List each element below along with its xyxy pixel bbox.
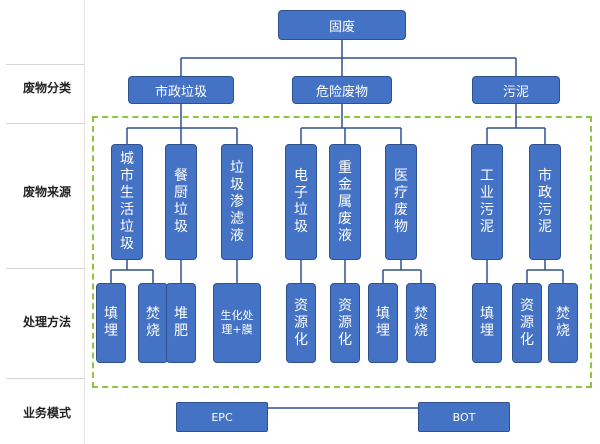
row-divider-2 [6, 123, 84, 124]
category-1-connector [126, 104, 238, 144]
method-node: 填埋 [368, 283, 398, 363]
method-label: 堆肥 [174, 306, 188, 339]
mode-node-epc: EPC [176, 402, 268, 432]
root-label: 固废 [328, 19, 355, 35]
method-label: 资源化 [338, 297, 352, 348]
method-label: 焚烧 [414, 306, 428, 339]
mode-label: EPC [211, 410, 233, 424]
root-connector [180, 40, 517, 76]
category-node-sludge: 污泥 [472, 76, 560, 104]
source-label: 电子垃圾 [294, 168, 308, 235]
source-label: 工业污泥 [480, 168, 494, 235]
row-label-mode: 业务模式 [22, 406, 71, 420]
source-node: 重金属废液 [329, 144, 361, 260]
category-label: 污泥 [502, 84, 529, 100]
method-node: 焚烧 [406, 283, 436, 363]
method-label: 焚烧 [146, 306, 160, 339]
source-node: 垃圾渗滤液 [221, 144, 253, 260]
mode-label: BOT [452, 410, 476, 424]
method-label: 资源化 [294, 297, 308, 348]
source-node: 城市生活垃圾 [111, 144, 143, 260]
source-label: 垃圾渗滤液 [230, 159, 244, 244]
mode-node-bot: BOT [418, 402, 510, 432]
method-label: 填埋 [376, 306, 390, 339]
source-node: 医疗废物 [385, 144, 417, 260]
source-node: 电子垃圾 [285, 144, 317, 260]
source-label: 城市生活垃圾 [120, 151, 134, 252]
row-divider-4 [6, 378, 84, 379]
source-label: 市政污泥 [538, 168, 552, 235]
method-label: 资源化 [520, 297, 534, 348]
source-1-connector [110, 260, 154, 283]
category-2-connector [300, 104, 402, 144]
method-node: 资源化 [512, 283, 542, 363]
method-node: 焚烧 [138, 283, 168, 363]
method-node: 资源化 [286, 283, 316, 363]
method-label: 填埋 [104, 306, 118, 339]
source-node: 餐厨垃圾 [165, 144, 197, 260]
category-label: 市政垃圾 [154, 84, 207, 100]
source-8-connector [526, 260, 564, 283]
category-label: 危险废物 [315, 84, 368, 100]
row-divider-1 [6, 64, 84, 65]
method-node-wide: 生化处理+膜 [213, 283, 261, 363]
method-label: 焚烧 [556, 306, 570, 339]
source-label: 医疗废物 [394, 168, 408, 235]
label-column-divider [84, 0, 85, 444]
source-node: 市政污泥 [529, 144, 561, 260]
row-label-category: 废物分类 [22, 81, 71, 95]
root-node: 固废 [278, 10, 406, 40]
method-node: 堆肥 [166, 283, 196, 363]
category-3-connector [486, 104, 546, 144]
category-node-municipal: 市政垃圾 [128, 76, 234, 104]
method-node: 焚烧 [548, 283, 578, 363]
method-label: 填埋 [480, 306, 494, 339]
method-node: 填埋 [472, 283, 502, 363]
row-label-method: 处理方法 [22, 315, 71, 329]
row-label-source: 废物来源 [22, 185, 71, 199]
source-6-connector [382, 260, 422, 283]
category-node-hazardous: 危险废物 [292, 76, 392, 104]
source-node: 工业污泥 [471, 144, 503, 260]
method-label: 生化处理+膜 [220, 309, 254, 336]
method-node: 填埋 [96, 283, 126, 363]
source-label: 重金属废液 [338, 159, 352, 244]
method-node: 资源化 [330, 283, 360, 363]
source-label: 餐厨垃圾 [174, 168, 188, 235]
row-divider-3 [6, 268, 84, 269]
